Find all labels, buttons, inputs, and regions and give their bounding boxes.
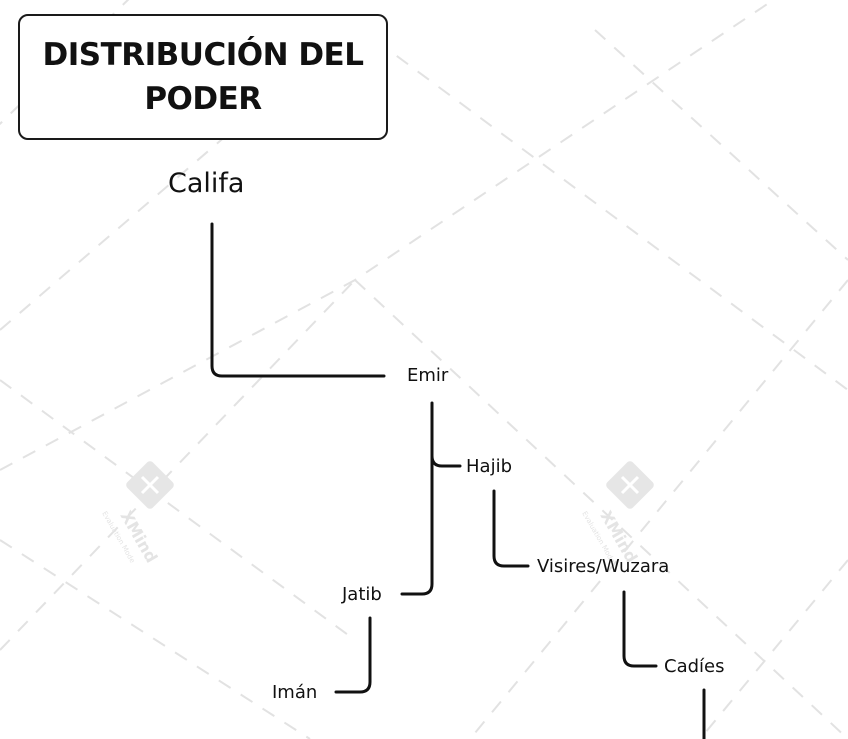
connector-emir-hajib: [430, 401, 462, 468]
node-jatib[interactable]: Jatib: [342, 584, 382, 605]
node-visires-wuzara[interactable]: Visires/Wuzara: [537, 556, 670, 577]
title-line: PODER: [144, 81, 262, 117]
title-line: DISTRIBUCIÓN DEL: [42, 37, 364, 73]
connector-jatib-iman: [334, 616, 372, 694]
connector-visires-cadies: [622, 590, 658, 668]
node-hajib[interactable]: Hajib: [466, 456, 512, 477]
connector-hajib-visires: [492, 489, 530, 568]
node-califa[interactable]: Califa: [168, 168, 245, 199]
node-cadies[interactable]: Cadíes: [664, 656, 725, 677]
node-iman[interactable]: Imán: [272, 682, 318, 703]
node-emir[interactable]: Emir: [407, 365, 449, 386]
connector-califa-emir: [210, 222, 386, 378]
connector-emir-jatib: [400, 454, 434, 596]
title-box[interactable]: DISTRIBUCIÓN DEL PODER: [18, 14, 388, 140]
